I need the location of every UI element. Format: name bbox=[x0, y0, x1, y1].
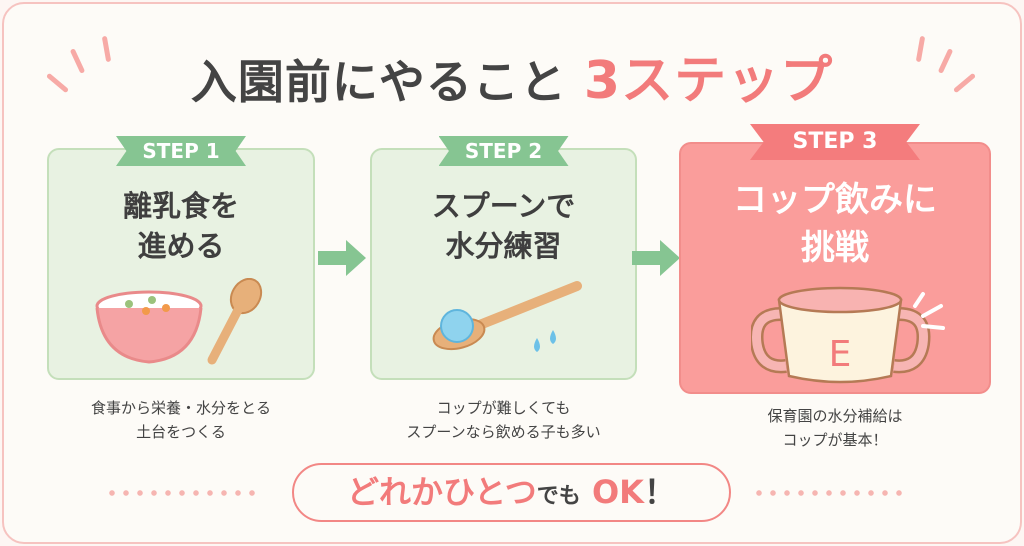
svg-text:E: E bbox=[829, 334, 852, 375]
step-title: スプーンで水分練習 bbox=[431, 189, 576, 263]
dotted-divider bbox=[752, 490, 910, 496]
step-title: 離乳食を進める bbox=[122, 189, 239, 263]
step-badge: STEP 1 bbox=[116, 136, 246, 166]
title-highlight: 3ステップ bbox=[583, 51, 834, 111]
step-badge: STEP 3 bbox=[750, 124, 920, 160]
bowl-and-spoon-icon bbox=[95, 278, 263, 365]
footer-message: どれかひとつでも OK！ bbox=[292, 463, 731, 522]
step-card-3: STEP 3 コップ飲みに挑戦 E bbox=[679, 124, 991, 394]
step-card-2: STEP 2 スプーンで水分練習 bbox=[370, 136, 637, 380]
step-caption: 保育園の水分補給はコップが基本！ bbox=[767, 407, 903, 449]
step-card-1: STEP 1 離乳食を進める bbox=[47, 136, 315, 380]
title-main: 入園前にやること bbox=[190, 55, 567, 109]
training-cup-icon: E bbox=[751, 286, 945, 384]
step-caption: 食事から栄養・水分をとる土台をつくる bbox=[90, 399, 271, 441]
page-title: 入園前にやること 3ステップ bbox=[0, 38, 1024, 113]
arrow-right-icon bbox=[632, 240, 680, 276]
step-caption: コップが難しくてもスプーンなら飲める子も多い bbox=[406, 399, 601, 441]
dotted-divider bbox=[105, 490, 263, 496]
step-badge: STEP 2 bbox=[438, 136, 569, 166]
arrow-right-icon bbox=[318, 240, 366, 276]
spoon-water-icon bbox=[432, 281, 582, 352]
step-title: コップ飲みに挑戦 bbox=[733, 180, 937, 268]
